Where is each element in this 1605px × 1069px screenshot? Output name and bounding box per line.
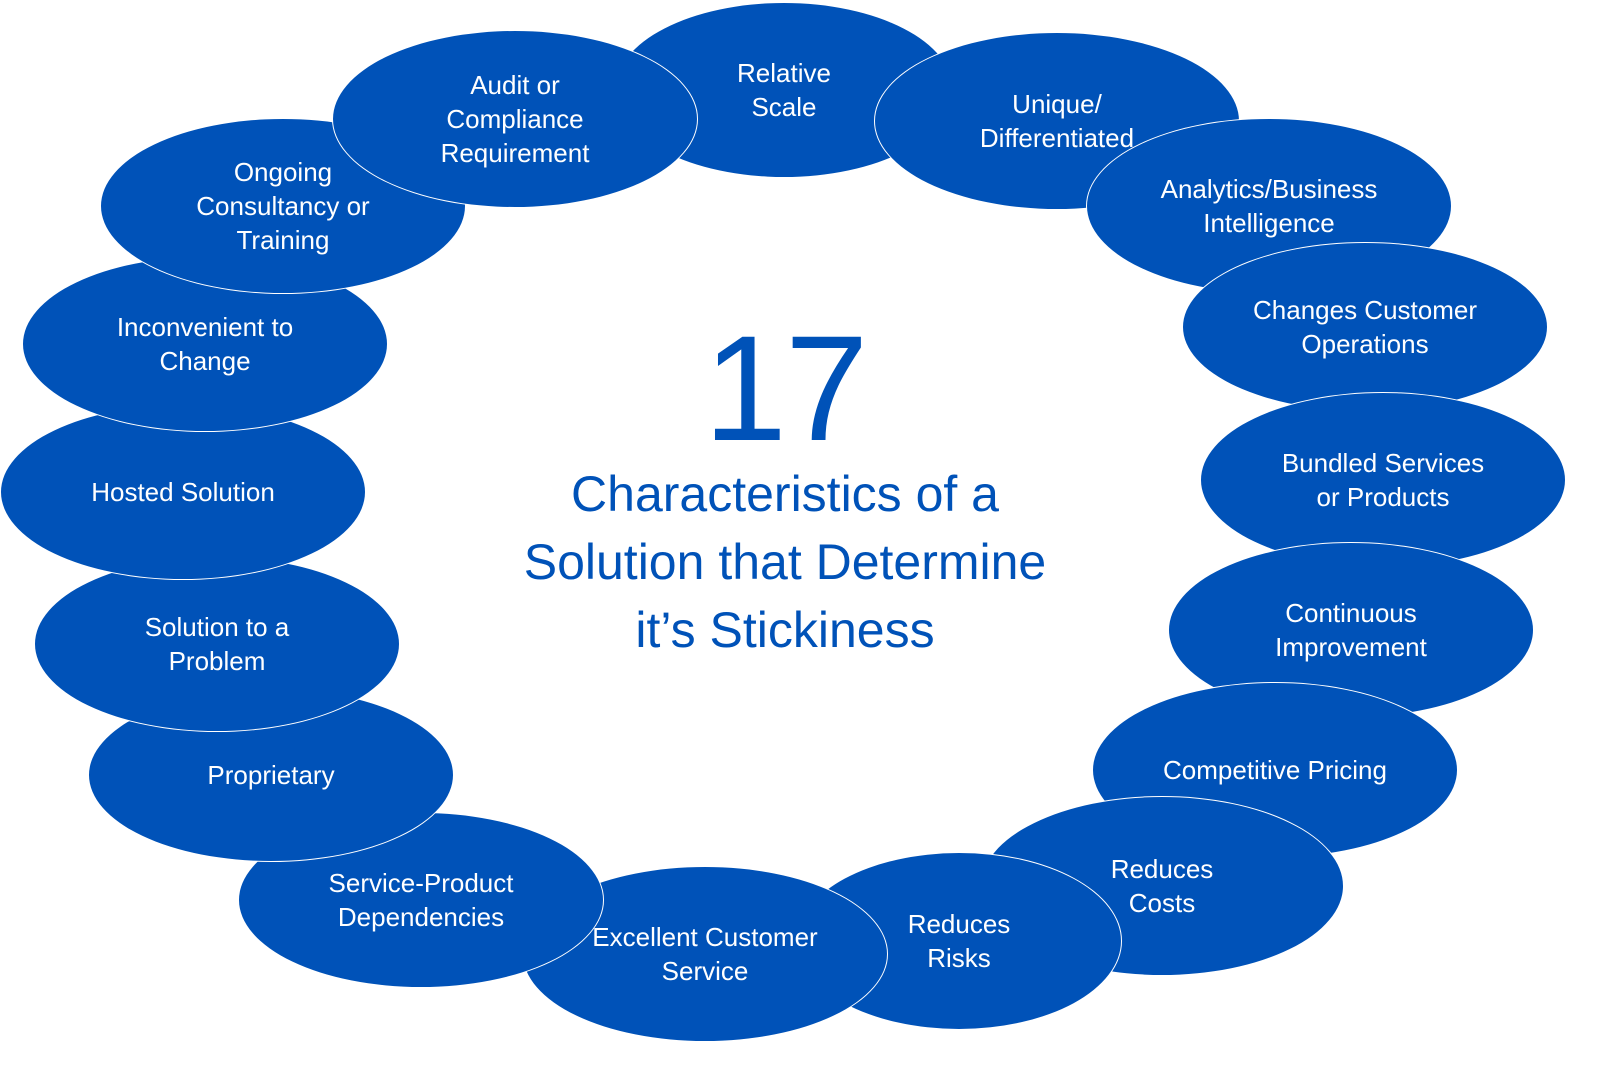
bubble-label: Reduces Costs xyxy=(1110,854,1214,918)
bubble-label: Changes Customer Operations xyxy=(1253,295,1477,359)
bubble-continuous-improvement: Continuous Improvement xyxy=(1168,542,1534,718)
bubble-label: Bundled Services or Products xyxy=(1281,448,1485,512)
bubble-label: Ongoing Consultancy or Training xyxy=(196,157,370,255)
bubble-solution-to-a-problem: Solution to a Problem xyxy=(34,556,400,732)
characteristic-count: 17 xyxy=(703,304,869,472)
bubble-label: Analytics/Business Intelligence xyxy=(1160,174,1378,238)
bubble-label: Reduces Risks xyxy=(907,909,1011,973)
bubble-label: Service-Product Dependencies xyxy=(328,868,514,932)
bubble-label: Inconvenient to Change xyxy=(116,312,294,376)
bubble-changes-customer-operations: Changes Customer Operations xyxy=(1182,242,1548,412)
center-heading: 17 Characteristics of a Solution that De… xyxy=(440,304,1130,664)
bubble-label: Continuous Improvement xyxy=(1275,598,1427,662)
bubble-label: Excellent Customer Service xyxy=(592,922,818,986)
bubble-ongoing-consultancy-or-training: Ongoing Consultancy or Training xyxy=(100,118,466,294)
bubble-label: Unique/ Differentiated xyxy=(979,89,1135,153)
bubble-label: Proprietary xyxy=(207,760,335,790)
bubble-label: Competitive Pricing xyxy=(1163,755,1387,785)
bubble-hosted-solution: Hosted Solution xyxy=(0,404,366,580)
bubble-label: Relative Scale xyxy=(737,58,831,122)
diagram-title: Characteristics of a Solution that Deter… xyxy=(523,466,1047,658)
bubble-label: Hosted Solution xyxy=(91,477,275,507)
bubble-label: Solution to a Problem xyxy=(144,612,290,676)
bubble-label: Audit or Compliance Requirement xyxy=(440,70,590,168)
bubble-audit-or-compliance-requirement: Audit or Compliance Requirement xyxy=(332,30,698,208)
bubble-bundled-services-or-products: Bundled Services or Products xyxy=(1200,392,1566,568)
